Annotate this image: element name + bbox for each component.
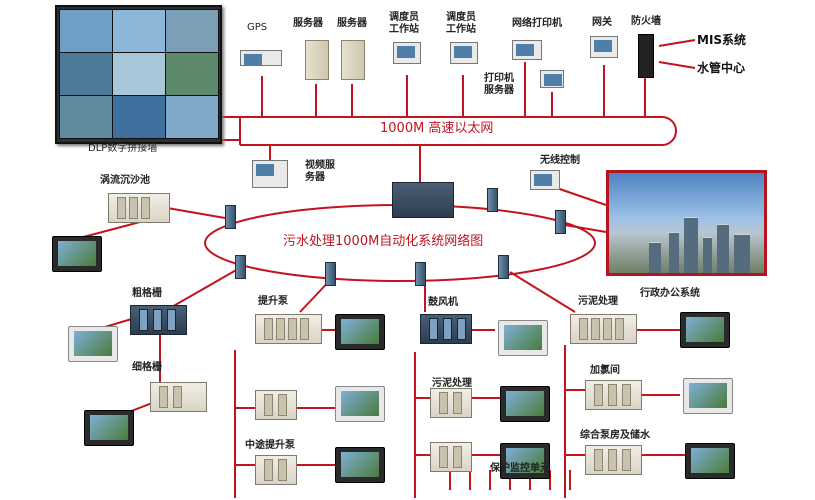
mid-lift-hmi (335, 447, 385, 483)
gps-label: GPS (247, 22, 267, 34)
vortex-hmi (52, 236, 102, 272)
ring-switch (325, 262, 336, 286)
dlp-display-wall (55, 5, 222, 144)
core-switch (392, 182, 454, 218)
print-server (540, 70, 564, 88)
mid-lift-label: 中途提升泵 (245, 440, 295, 452)
coarse-grid-label: 粗格栅 (132, 288, 162, 300)
pump-storage-plc (585, 445, 642, 475)
dispatch-1-label: 调度员 工作站 (389, 12, 419, 36)
mid-lift-plc (255, 455, 297, 485)
wireless-label: 无线控制 (540, 155, 580, 167)
firewall-label: 防火墙 (631, 16, 661, 28)
fine-grid-plc (150, 382, 207, 412)
admin-label: 行政办公系统 (640, 288, 700, 300)
coarse-grid-plc (130, 305, 187, 335)
dosing-label: 加氯间 (590, 365, 620, 377)
dosing-hmi (683, 378, 733, 414)
ring-switch (415, 262, 426, 286)
pump-storage-label: 综合泵房及储水 (580, 430, 650, 442)
gateway (590, 36, 618, 58)
pump-storage-hmi (685, 443, 735, 479)
sludge-2-label: 污泥处理 (578, 296, 618, 308)
lift-pump-plc (255, 314, 322, 344)
blower-hmi (498, 320, 548, 356)
dispatch-2-label: 调度员 工作站 (446, 12, 476, 36)
ring-switch (498, 255, 509, 279)
diagram-title: 污水处理1000M自动化系统网络图 (283, 236, 483, 248)
video-server-label: 视频服 务器 (305, 160, 335, 184)
blower-plc (420, 314, 472, 344)
sludge-1-hmi (500, 386, 550, 422)
server-1-label: 服务器 (293, 18, 323, 30)
water-center-label: 水管中心 (697, 62, 745, 74)
fine-grid-hmi (84, 410, 134, 446)
blower-label: 鼓风机 (428, 297, 458, 309)
backbone-label: 1000M 高速以太网 (380, 123, 493, 135)
coarse-grid-hmi (68, 326, 118, 362)
dosing-plc (585, 380, 642, 410)
ring-switch (487, 188, 498, 212)
dispatch-workstation-2 (450, 42, 478, 64)
fine-grid-label: 细格栅 (132, 362, 162, 374)
vortex-plc (108, 193, 170, 223)
lift-pump-hmi-2 (335, 386, 385, 422)
sludge-2-plc (570, 314, 637, 344)
sludge-1-plc (430, 388, 472, 418)
server-1 (305, 40, 329, 80)
printer-label: 网络打印机 (512, 18, 562, 30)
firewall (638, 34, 654, 78)
city-photo (606, 170, 767, 276)
mis-label: MIS系统 (697, 34, 746, 46)
protection-plc (430, 442, 472, 472)
ring-switch (555, 210, 566, 234)
server-2 (341, 40, 365, 80)
lift-pump-hmi (335, 314, 385, 350)
protection-label: 保护监控单元 (490, 463, 550, 475)
video-server (252, 160, 288, 188)
server-2-label: 服务器 (337, 18, 367, 30)
dispatch-workstation-1 (393, 42, 421, 64)
ring-switch (225, 205, 236, 229)
dlp-wall-label: DLP数字拼接墙 (88, 143, 157, 155)
gateway-label: 网关 (592, 17, 612, 29)
ring-switch (235, 255, 246, 279)
gps-device (240, 50, 282, 66)
vortex-label: 涡流沉沙池 (100, 175, 150, 187)
network-printer (512, 40, 542, 60)
admin-hmi (680, 312, 730, 348)
lift-pump-plc-2 (255, 390, 297, 420)
wireless-controller (530, 170, 560, 190)
lift-pump-label: 提升泵 (258, 296, 288, 308)
print-server-label: 打印机 服务器 (484, 73, 514, 97)
